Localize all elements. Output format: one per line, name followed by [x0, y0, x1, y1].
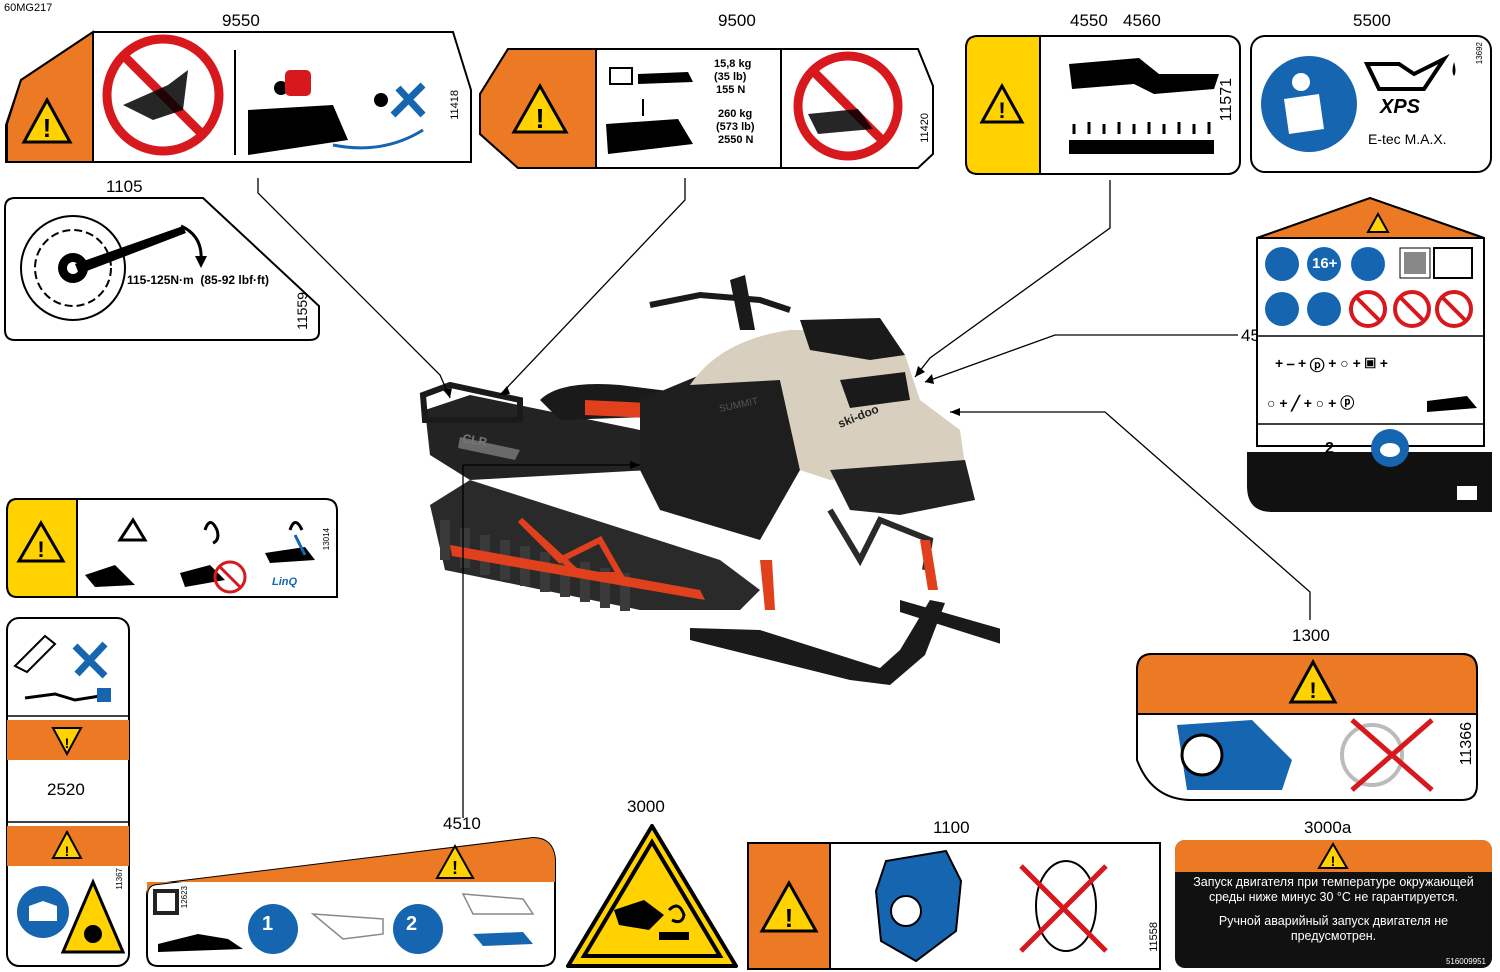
clr-decal: CLR [461, 431, 488, 449]
label-9500-weight1: 15,8 kg [714, 58, 752, 70]
label-9500: ! [479, 48, 934, 169]
label-1105-torque: 115-125N·m (85-92 lbf·ft) [127, 273, 270, 287]
label-5500-brand: XPS [1380, 96, 1421, 118]
label-3000a-code: 516009951 [1445, 957, 1486, 966]
label-9500-weight2-lb: (573 lb) [716, 121, 755, 133]
label-4510-number: 4510 [443, 814, 481, 833]
label-4500-age: 16+ [1312, 255, 1338, 272]
label-2520-number: 2520 [47, 780, 85, 799]
svg-text:!: ! [1309, 678, 1316, 703]
label-4510: ! [146, 836, 556, 967]
snowmobile-illustration: SUMMIT ski-doo CLR [419, 275, 1000, 685]
svg-text:!: ! [998, 98, 1005, 123]
label-4510-rider2: 2 [406, 913, 418, 935]
label-4510-rider1: 1 [262, 913, 274, 935]
label-9500-code: 11420 [919, 113, 931, 143]
label-1105 [4, 197, 320, 341]
label-3000-number: 3000 [627, 797, 665, 816]
label-1300-number: 1300 [1292, 626, 1330, 645]
label-9525-brand: LinQ [272, 576, 298, 588]
label-9500-number: 9500 [718, 11, 756, 30]
label-4560-number: 4560 [1123, 11, 1161, 30]
svg-text:!: ! [37, 537, 44, 562]
label-3000a: ! Запуск двигателя при температуре окруж… [1175, 840, 1492, 968]
label-3000 [566, 824, 738, 968]
label-4510-code: 12623 [180, 886, 189, 909]
svg-text:○ + ╱ + ○ + ⓟ: ○ + ╱ + ○ + ⓟ [1267, 394, 1354, 412]
label-9500-force2: 2550 N [718, 134, 754, 146]
svg-text:!: ! [785, 903, 794, 933]
label-4550: ! [965, 35, 1241, 175]
svg-text:!: ! [43, 113, 52, 143]
label-1300-code: 11366 [1458, 722, 1475, 766]
label-5500-number: 5500 [1353, 11, 1391, 30]
label-2520: ! ! [6, 617, 130, 967]
label-5500-engine: E-tec M.A.X. [1368, 131, 1447, 147]
label-1105-number: 1105 [106, 177, 143, 196]
label-9500-force1: 155 N [716, 84, 746, 96]
label-9525-code: 13014 [322, 528, 331, 551]
svg-text:!: ! [535, 103, 544, 134]
label-9550-code: 11418 [449, 90, 461, 120]
label-9500-weight2: 260 kg [718, 108, 753, 120]
svg-text:!: ! [65, 735, 70, 751]
label-3000a-text2: Ручной аварийный запуск двигателя не пре… [1218, 914, 1449, 943]
svg-text:!: ! [452, 858, 458, 878]
svg-text:!: ! [65, 843, 70, 859]
figure-code: 60MG217 [4, 2, 53, 14]
label-1300: ! [1136, 653, 1478, 801]
label-9500-weight1-lb: (35 lb) [714, 71, 747, 83]
label-4550-number: 4550 [1070, 11, 1108, 30]
label-3000a-header: ! [1175, 840, 1492, 872]
label-5500-code: 13692 [1475, 42, 1484, 65]
label-1100: ! [747, 842, 1161, 970]
label-1100-code: 11558 [1148, 922, 1160, 952]
label-4550-code: 11571 [1218, 78, 1235, 122]
label-1100-number: 1100 [933, 818, 970, 837]
label-1105-code: 11559 [294, 292, 310, 330]
label-3000a-text1: Запуск двигателя при температуре окружаю… [1193, 875, 1474, 904]
svg-text:+ ⎯ + ⓟ + ○ + ▣ +: + ⎯ + ⓟ + ○ + ▣ + [1275, 355, 1388, 373]
label-5500 [1250, 35, 1492, 173]
label-9550: ! [5, 30, 472, 163]
svg-text:!: ! [1331, 853, 1336, 869]
label-9550-number: 9550 [222, 11, 260, 30]
label-2520-code: 11367 [115, 868, 124, 890]
label-4500-riders: 2 [1325, 440, 1334, 457]
label-3000a-number: 3000a [1304, 818, 1352, 837]
label-9525: ! [6, 498, 338, 598]
label-4500: + ⎯ + ⓟ + ○ + ▣ + ○ + ╱ + ○ + ⓟ [1247, 196, 1492, 512]
